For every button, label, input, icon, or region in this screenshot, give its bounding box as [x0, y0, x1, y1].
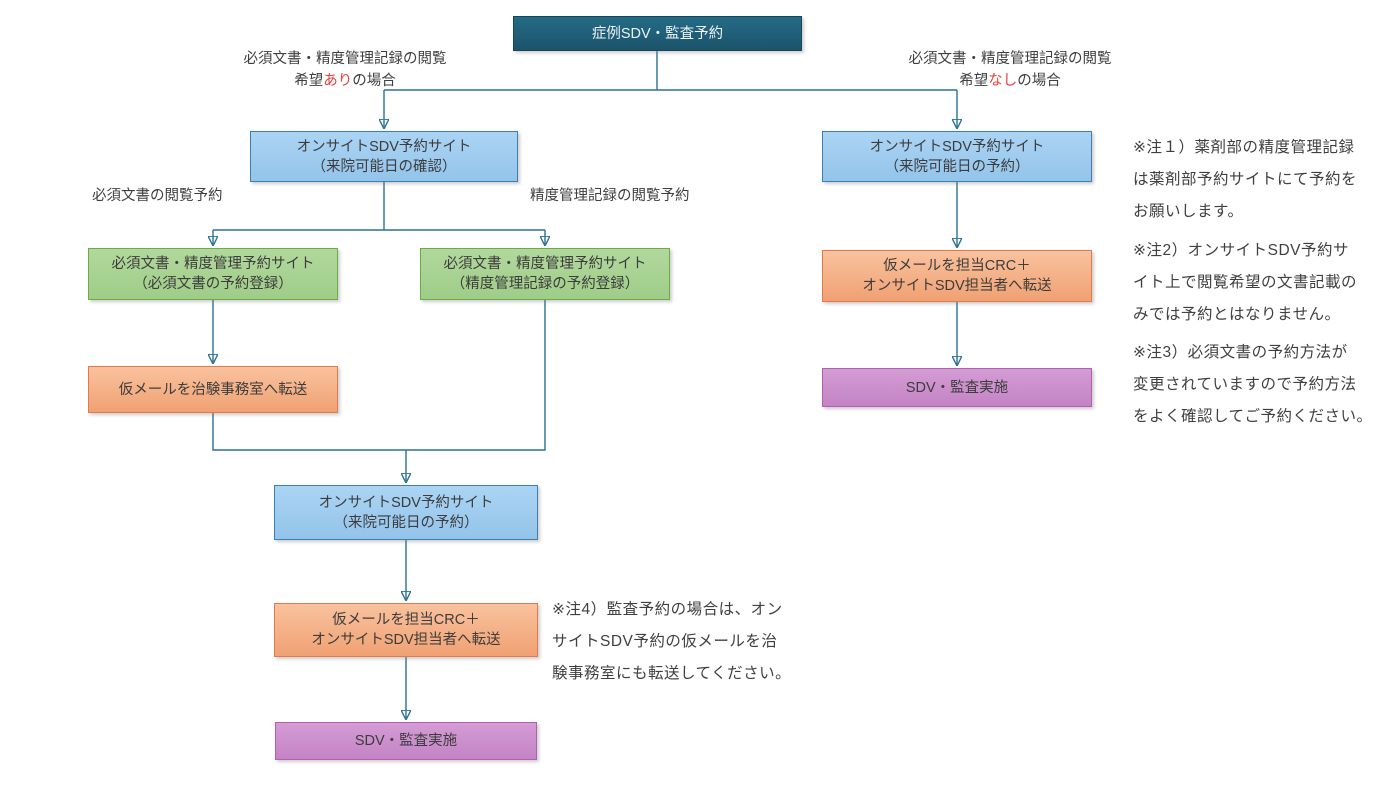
connector-merge-elbow: [212, 300, 546, 451]
label-qc-records-viewing-reservation: 精度管理記録の閲覧予約: [530, 188, 690, 204]
branch-label-view-no-line1: 必須文書・精度管理記録の閲覧: [908, 51, 1112, 67]
branch-label-view-yes-pre: 希望: [294, 73, 324, 89]
node-case-sdv-audit-reservation: 症例SDV・監査予約: [513, 16, 802, 51]
branch-label-view-no-highlight: なし: [988, 73, 1018, 89]
node-forward-mail-crc-center: 仮メールを担当CRC＋ オンサイトSDV担当者へ転送: [274, 603, 538, 657]
node-forward-mail-trial-office: 仮メールを治験事務室へ転送: [88, 366, 338, 413]
note-3-reservation-method-changed: ※注3）必須文書の予約方法が 変更されていますので予約方法 をよく確認してご予約…: [1133, 344, 1373, 425]
node-onsite-sdv-site-reserve-center: オンサイトSDV予約サイト （来院可能日の予約）: [274, 485, 538, 540]
branch-label-view-no-pre: 希望: [959, 73, 989, 89]
node-sdv-audit-execution-center: SDV・監査実施: [275, 722, 537, 760]
branch-label-view-no-post: の場合: [1017, 73, 1061, 89]
node-docs-qc-site-docs-registration: 必須文書・精度管理予約サイト （必須文書の予約登録）: [88, 248, 338, 300]
node-onsite-sdv-site-reserve-right: オンサイトSDV予約サイト （来院可能日の予約）: [822, 131, 1092, 182]
label-docs-viewing-reservation: 必須文書の閲覧予約: [92, 188, 223, 204]
note-1-pharmacy-qc-records: ※注１）薬剤部の精度管理記録 は薬剤部予約サイトにて予約を お願いします。: [1133, 139, 1358, 220]
node-forward-mail-crc-right: 仮メールを担当CRC＋ オンサイトSDV担当者へ転送: [822, 250, 1092, 302]
node-sdv-audit-execution-right: SDV・監査実施: [822, 368, 1092, 407]
branch-label-view-yes-post: の場合: [352, 73, 396, 89]
branch-label-view-yes-line1: 必須文書・精度管理記録の閲覧: [243, 51, 447, 67]
branch-label-view-yes: 必須文書・精度管理記録の閲覧 希望ありの場合: [195, 48, 495, 92]
node-onsite-sdv-site-check: オンサイトSDV予約サイト （来院可能日の確認）: [250, 131, 518, 182]
note-4-audit-reservation-forward: ※注4）監査予約の場合は、オン サイトSDV予約の仮メールを治 験事務室にも転送…: [552, 601, 792, 682]
branch-label-view-yes-highlight: あり: [323, 73, 353, 89]
note-2-onsite-sdv-site-warning: ※注2）オンサイトSDV予約サ イト上で閲覧希望の文書記載の みでは予約とはなり…: [1133, 242, 1358, 323]
branch-label-view-no: 必須文書・精度管理記録の閲覧 希望なしの場合: [860, 48, 1160, 92]
node-docs-qc-site-qc-registration: 必須文書・精度管理予約サイト （精度管理記録の予約登録）: [420, 248, 670, 300]
